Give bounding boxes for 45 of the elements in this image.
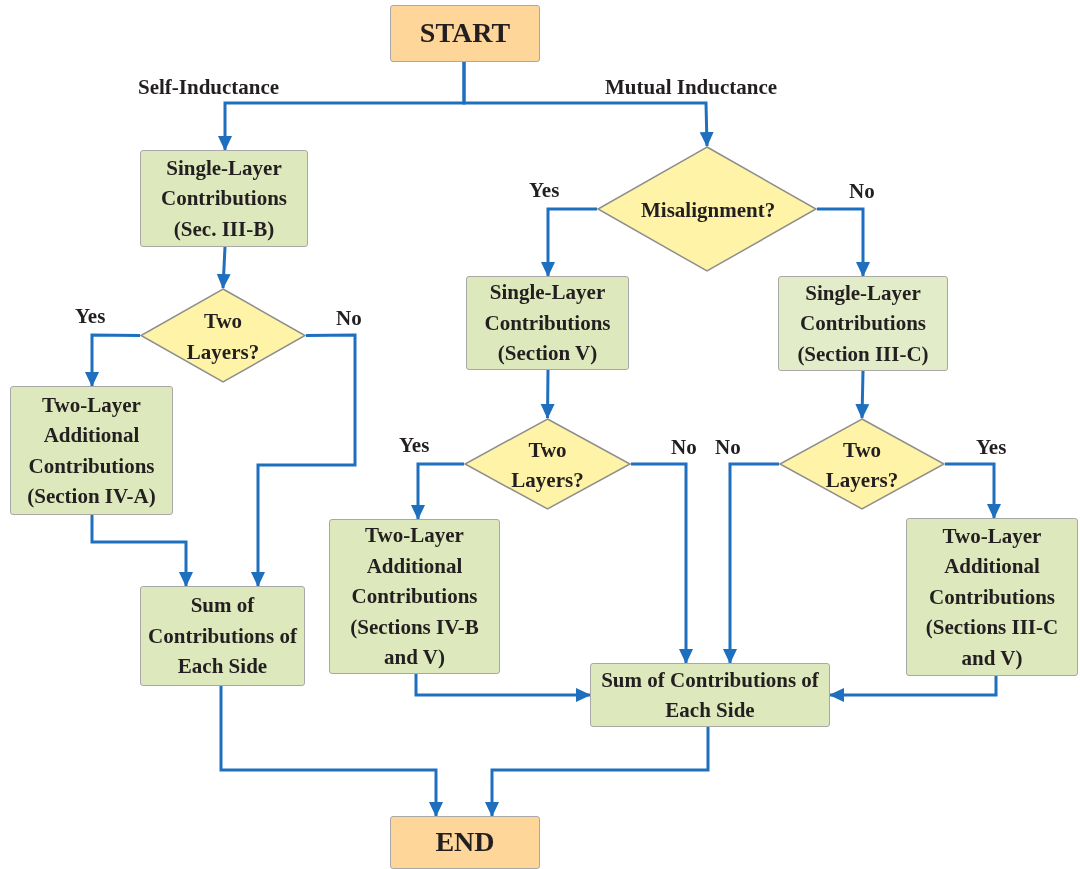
node-text: Misalignment? xyxy=(641,196,773,224)
arrow xyxy=(855,370,870,419)
node-text: Two-Layer Additional Contributions (Sections III-C and V) xyxy=(924,522,1060,672)
arrow xyxy=(216,246,231,289)
process-box xyxy=(140,150,308,247)
node-text: Single-Layer Contributions (Section V) xyxy=(483,279,612,368)
arrow xyxy=(540,370,555,419)
terminal-box xyxy=(390,5,540,62)
arrow xyxy=(723,462,779,664)
terminal-box xyxy=(390,816,540,869)
node-text: Sum of Contributions of Each Side xyxy=(600,666,820,724)
node-text: Two-Layer Additional Contributions (Section IV-A) xyxy=(26,391,157,510)
node-text: Two-Layer Additional Contributions (Sections IV-B and V) xyxy=(349,522,480,672)
decision-diamond xyxy=(464,418,631,510)
node-text: Single-Layer Contributions (Sec. III-B) xyxy=(160,154,288,243)
decision-diamond xyxy=(140,288,306,383)
process-box xyxy=(466,276,629,370)
arrow xyxy=(414,674,591,702)
arrow xyxy=(817,207,870,277)
process-box xyxy=(140,586,305,686)
process-box xyxy=(590,663,830,727)
arrow xyxy=(485,727,710,817)
process-box xyxy=(906,518,1078,676)
arrow xyxy=(945,462,1001,519)
arrow xyxy=(251,333,357,587)
node-text: Two Layers? xyxy=(185,308,261,366)
node-text: Single-Layer Contributions (Section III-C) xyxy=(796,279,930,368)
arrow xyxy=(462,62,714,147)
process-box xyxy=(10,386,173,515)
decision-diamond xyxy=(779,418,945,510)
arrow xyxy=(85,333,140,387)
arrow xyxy=(541,207,597,277)
process-box xyxy=(329,519,500,674)
process-box xyxy=(778,276,948,371)
arrow xyxy=(219,686,443,817)
arrow xyxy=(411,462,464,520)
node-text: START xyxy=(419,16,511,51)
node-text: Sum of Contributions of Each Side xyxy=(147,592,299,681)
node-text: Two Layers? xyxy=(824,436,900,494)
node-text: Two Layers? xyxy=(510,436,585,494)
decision-diamond xyxy=(597,146,817,272)
arrow xyxy=(829,676,998,702)
arrow xyxy=(631,462,693,664)
node-text: END xyxy=(435,825,495,860)
arrow xyxy=(90,515,193,587)
